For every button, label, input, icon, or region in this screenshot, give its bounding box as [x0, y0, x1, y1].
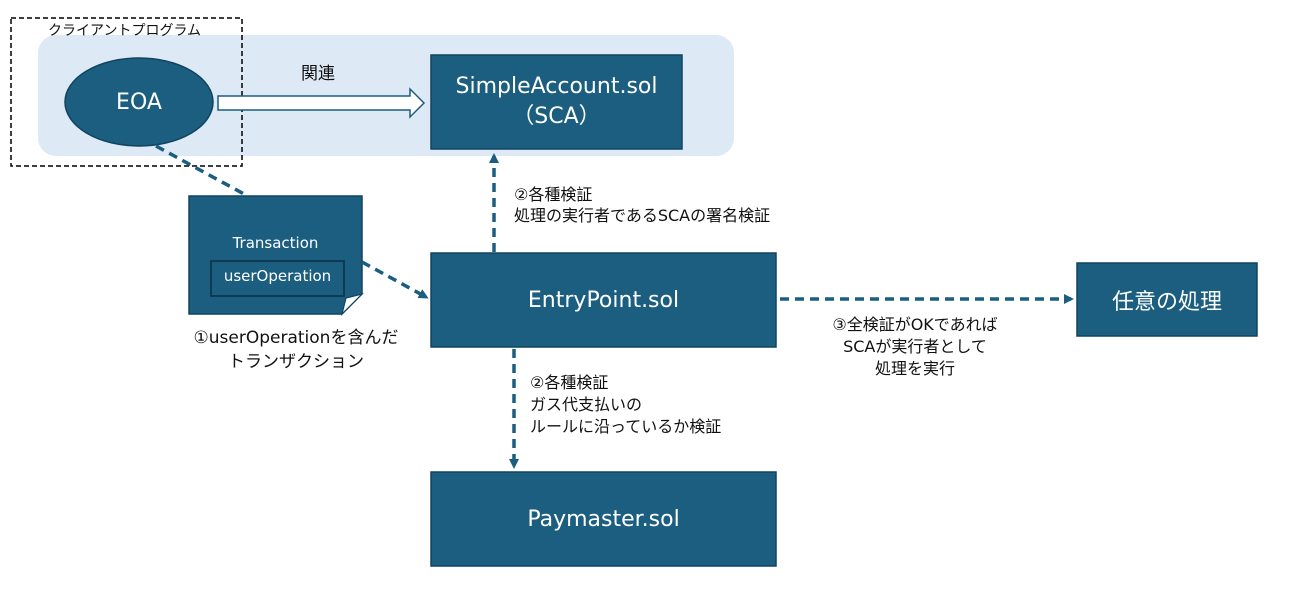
arbitrary-process-node: [1076, 262, 1258, 337]
client-program-label: クライアントプログラム: [48, 23, 202, 39]
simple-account-node: [430, 54, 683, 150]
paymaster-verification-label: ②各種検証 ガス代支払いの ルールに沿っているか検証: [530, 373, 722, 436]
eoa-to-sca-arrow: [217, 87, 426, 119]
transaction-to-entrypoint-arrow: [361, 260, 429, 299]
arbitrary-process-label: 任意の処理: [1111, 289, 1222, 315]
eoa-label: EOA: [116, 89, 162, 115]
transaction-caption: ①userOperationを含んだ トランザクション: [193, 328, 399, 372]
transaction-title: Transaction: [232, 234, 319, 252]
document-fold-corner: [340, 292, 364, 316]
eoa-node: [64, 57, 214, 147]
sca-verification-label: ②各種検証 処理の実行者であるSCAの署名検証: [514, 185, 771, 225]
entry-point-label: EntryPoint.sol: [527, 287, 680, 313]
client-program-frame: [10, 17, 243, 167]
paymaster-label: Paymaster.sol: [527, 506, 680, 532]
eoa-to-transaction-line: [155, 144, 245, 196]
paymaster-node: [430, 471, 777, 567]
user-operation-label: userOperation: [223, 267, 332, 285]
execution-condition-label: ③全検証がOKであれば SCAが実行者として 処理を実行: [832, 315, 998, 378]
relation-label: 関連: [301, 64, 335, 84]
user-operation-box: [210, 260, 345, 297]
simple-account-label: SimpleAccount.sol （SCA）: [455, 74, 658, 129]
entry-point-node: [430, 252, 777, 348]
